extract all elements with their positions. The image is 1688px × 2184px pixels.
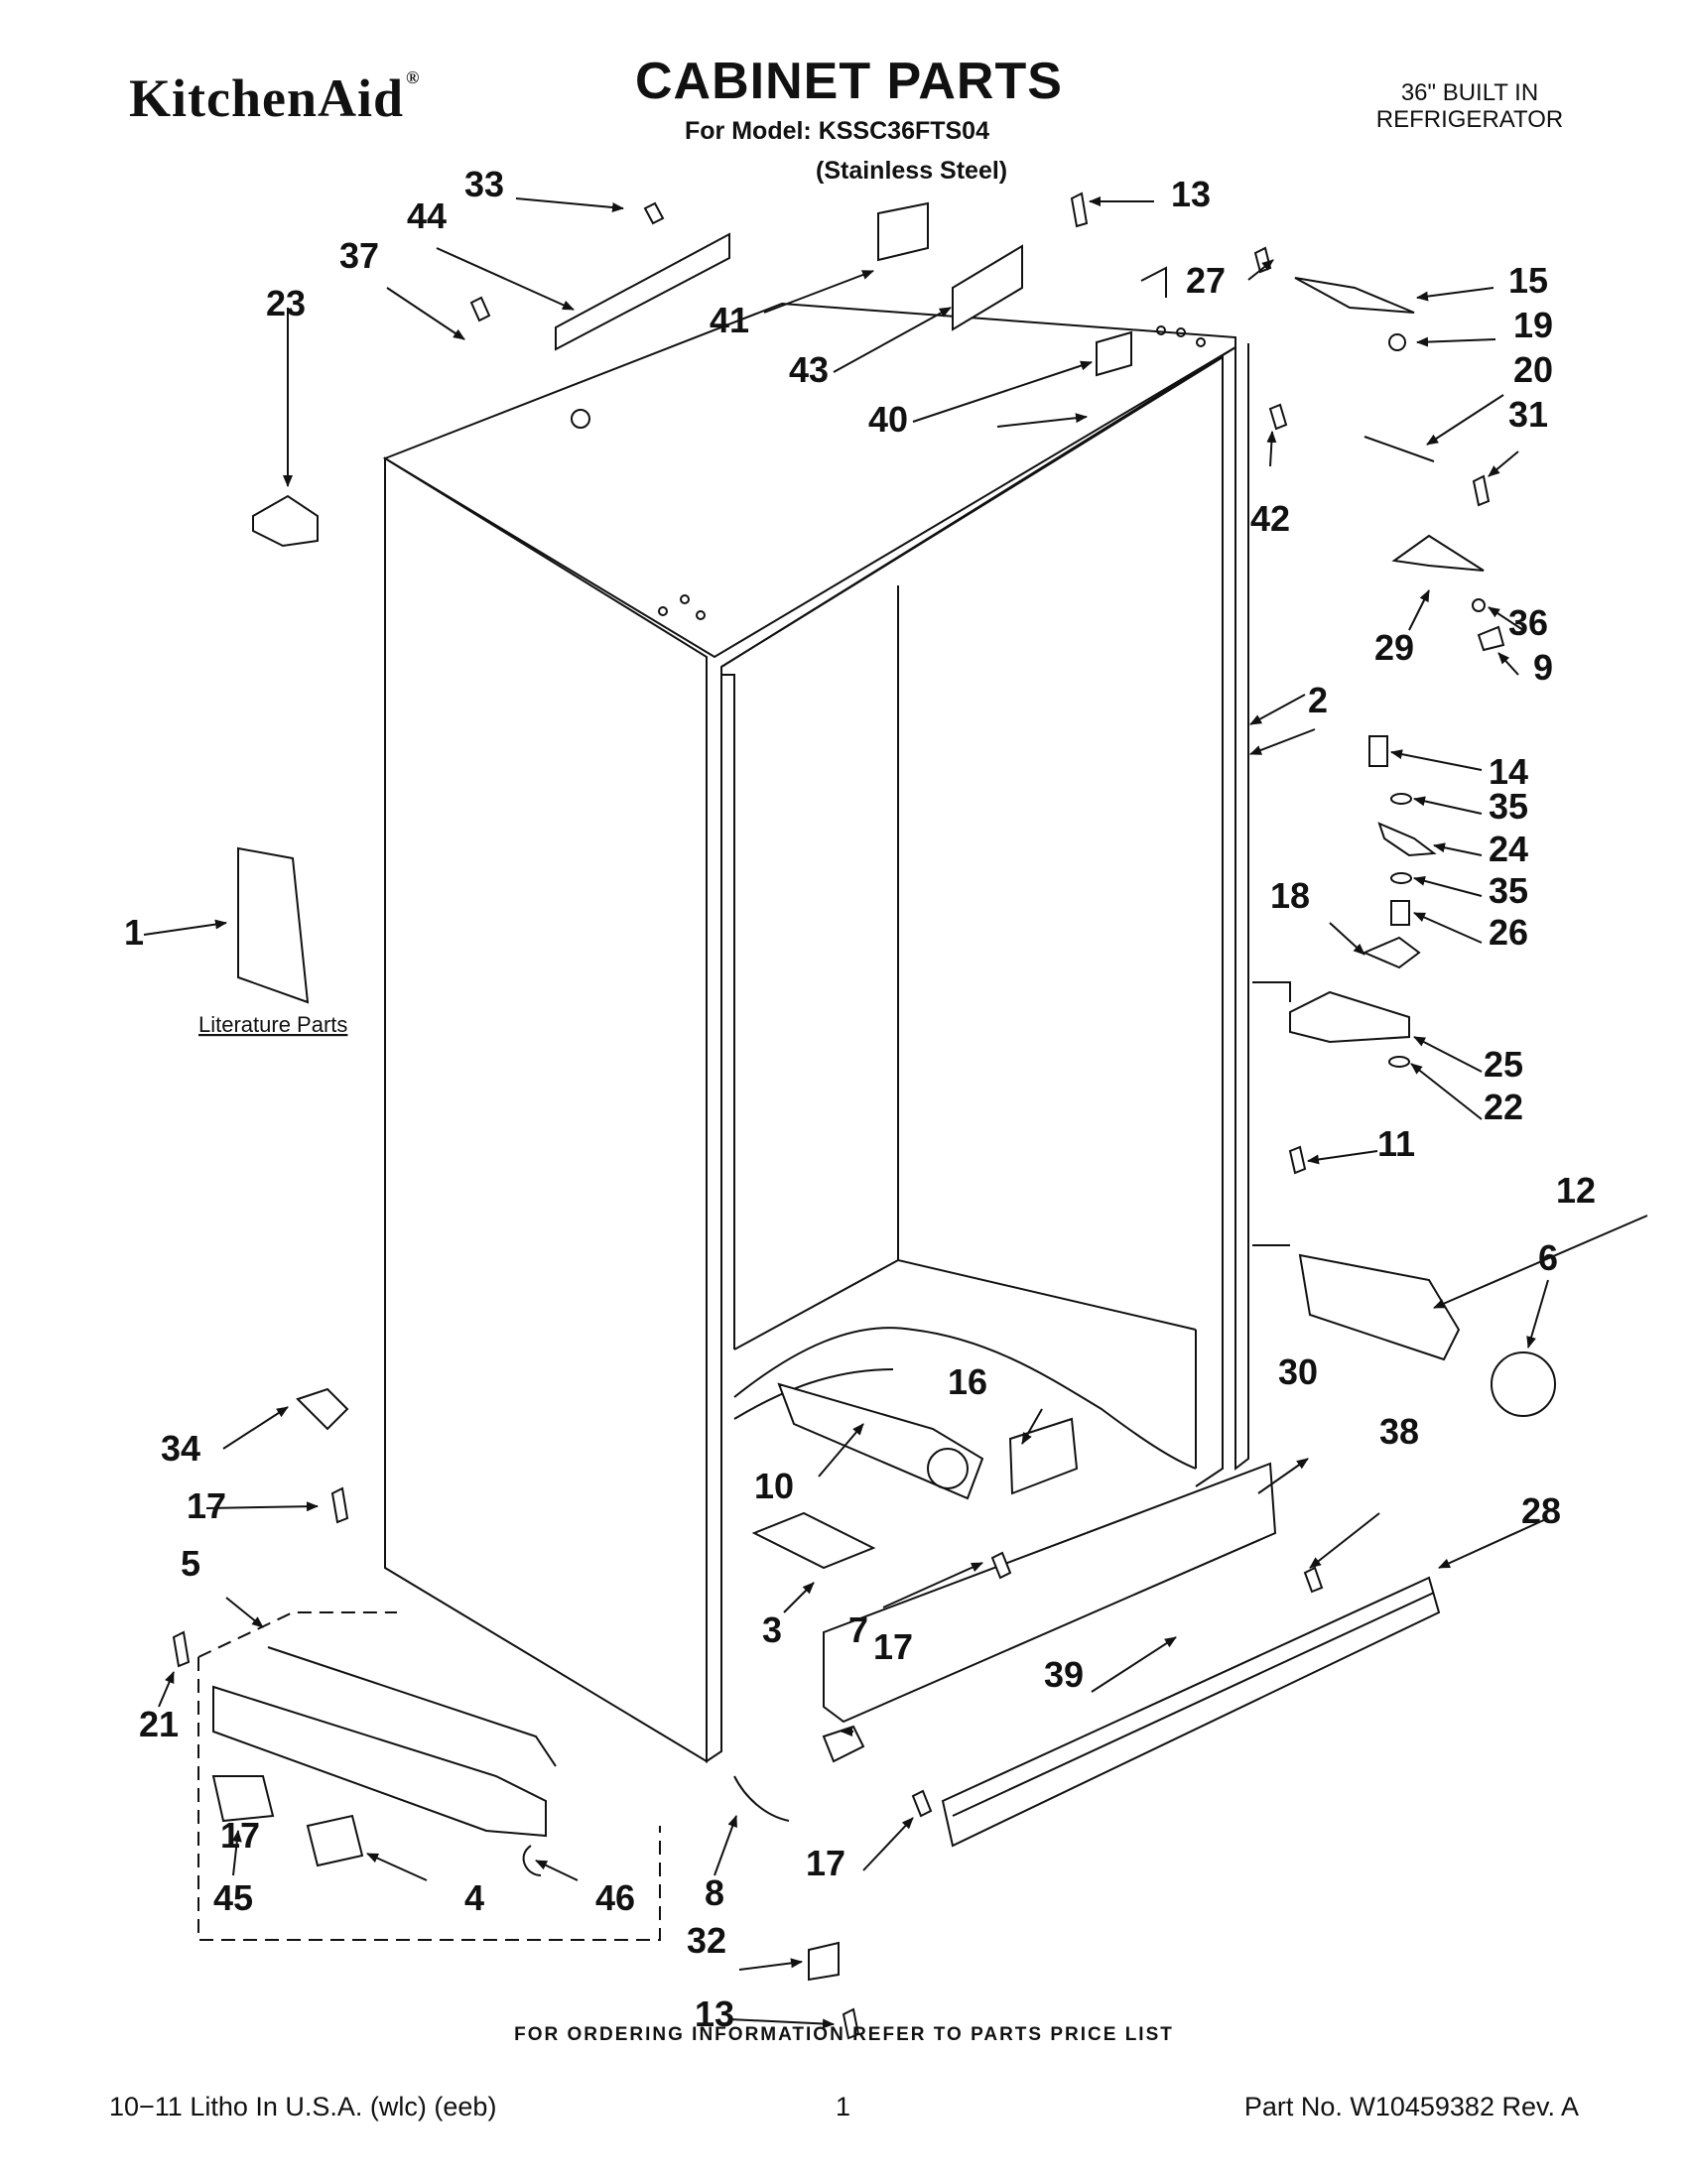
page-title: CABINET PARTS bbox=[635, 53, 1063, 110]
part-30-grille bbox=[823, 1462, 1277, 1724]
part-26 bbox=[1390, 900, 1410, 926]
part-28-toe bbox=[941, 1576, 1441, 1848]
top-bracket-44 bbox=[555, 232, 730, 351]
part-number: Part No. W10459382 Rev. A bbox=[1243, 2092, 1579, 2121]
part-23 bbox=[252, 494, 319, 548]
callout-19: 19 bbox=[1513, 305, 1553, 345]
part-29 bbox=[1391, 534, 1485, 572]
part-6 bbox=[1491, 1351, 1556, 1417]
callout-17: 17 bbox=[220, 1815, 260, 1856]
callout-22: 22 bbox=[1484, 1087, 1523, 1127]
part-16 bbox=[1008, 1417, 1079, 1495]
part-46 bbox=[522, 1845, 542, 1876]
callout-6: 6 bbox=[1538, 1237, 1558, 1278]
callout-38: 38 bbox=[1379, 1411, 1419, 1452]
part-18 bbox=[1362, 936, 1421, 969]
cabinet-left-side bbox=[384, 456, 708, 1763]
callout-32: 32 bbox=[687, 1920, 726, 1961]
callout-43: 43 bbox=[789, 349, 829, 390]
callout-2: 2 bbox=[1308, 680, 1328, 720]
callout-28: 28 bbox=[1521, 1490, 1561, 1531]
top-bracket-41 bbox=[877, 201, 929, 262]
callout-33: 33 bbox=[464, 164, 504, 204]
callout-35: 35 bbox=[1489, 870, 1528, 911]
callout-17: 17 bbox=[187, 1485, 226, 1526]
callout-12: 12 bbox=[1556, 1170, 1596, 1211]
top-bracket-40 bbox=[1096, 330, 1132, 377]
callout-16: 16 bbox=[948, 1361, 987, 1402]
print-info: 10−11 Litho In U.S.A. (wlc) (eeb) bbox=[109, 2092, 497, 2121]
callout-42: 42 bbox=[1250, 498, 1290, 539]
callout-13: 13 bbox=[1171, 174, 1211, 214]
callout-31: 31 bbox=[1508, 394, 1548, 435]
callout-4: 4 bbox=[464, 1877, 484, 1918]
top-bracket-43 bbox=[952, 244, 1023, 331]
product-type: 36" BUILT IN REFRIGERATOR bbox=[1375, 79, 1564, 133]
part-32 bbox=[808, 1941, 840, 1982]
part-3 bbox=[751, 1511, 876, 1570]
callout-10: 10 bbox=[754, 1466, 794, 1506]
model-line: For Model: KSSC36FTS04 bbox=[685, 117, 989, 145]
callout-8: 8 bbox=[705, 1872, 724, 1913]
callout-1: 1 bbox=[124, 912, 144, 953]
part-8 bbox=[733, 1775, 790, 1822]
callout-26: 26 bbox=[1489, 912, 1528, 953]
callout-36: 36 bbox=[1508, 602, 1548, 643]
part-20 bbox=[1363, 436, 1435, 462]
base-rail bbox=[212, 1685, 547, 1838]
callout-13: 13 bbox=[695, 1993, 734, 2034]
part-12 bbox=[1298, 1253, 1461, 1361]
callout-7: 7 bbox=[848, 1609, 868, 1650]
part-24 bbox=[1377, 822, 1437, 857]
callout-24: 24 bbox=[1489, 829, 1528, 869]
callout-14: 14 bbox=[1489, 751, 1528, 792]
part-15 bbox=[1294, 277, 1415, 314]
callout-3: 3 bbox=[762, 1609, 782, 1650]
page-number: 1 bbox=[836, 2092, 851, 2121]
callout-29: 29 bbox=[1374, 627, 1414, 668]
part-4 bbox=[306, 1814, 364, 1867]
callout-11: 11 bbox=[1377, 1123, 1415, 1164]
callout-15: 15 bbox=[1508, 260, 1548, 301]
callout-20: 20 bbox=[1513, 349, 1553, 390]
part-10 bbox=[777, 1382, 984, 1500]
callout-27: 27 bbox=[1186, 260, 1226, 301]
callout-44: 44 bbox=[407, 195, 447, 236]
part-34 bbox=[296, 1387, 349, 1431]
callout-17: 17 bbox=[873, 1626, 913, 1667]
callout-39: 39 bbox=[1044, 1654, 1084, 1695]
base-dashed-box bbox=[197, 1611, 661, 1941]
callout-17: 17 bbox=[806, 1843, 845, 1883]
callout-46: 46 bbox=[595, 1877, 635, 1918]
callout-40: 40 bbox=[868, 399, 908, 440]
part-25 bbox=[1289, 990, 1410, 1044]
ordering-note: FOR ORDERING INFORMATION REFER TO PARTS … bbox=[514, 2024, 1174, 2045]
callout-41: 41 bbox=[710, 300, 749, 340]
callout-25: 25 bbox=[1484, 1044, 1523, 1085]
part-45 bbox=[211, 1775, 275, 1823]
callout-18: 18 bbox=[1270, 875, 1310, 916]
part-9 bbox=[1477, 625, 1505, 652]
literature-parts-label: Literature Parts bbox=[198, 1012, 347, 1037]
callout-35: 35 bbox=[1489, 786, 1528, 827]
cabinet-top bbox=[382, 302, 1236, 659]
callout-5: 5 bbox=[181, 1543, 200, 1584]
callout-9: 9 bbox=[1533, 647, 1553, 688]
callout-23: 23 bbox=[266, 283, 306, 323]
callout-34: 34 bbox=[161, 1428, 200, 1469]
brand-logo: KitchenAid® bbox=[129, 67, 421, 128]
part-1-literature bbox=[237, 846, 310, 1004]
callout-37: 37 bbox=[339, 235, 379, 276]
part-14 bbox=[1368, 735, 1388, 767]
variant-line: (Stainless Steel) bbox=[816, 157, 1008, 185]
callout-45: 45 bbox=[213, 1877, 253, 1918]
callout-30: 30 bbox=[1278, 1351, 1318, 1392]
callout-21: 21 bbox=[139, 1704, 179, 1744]
